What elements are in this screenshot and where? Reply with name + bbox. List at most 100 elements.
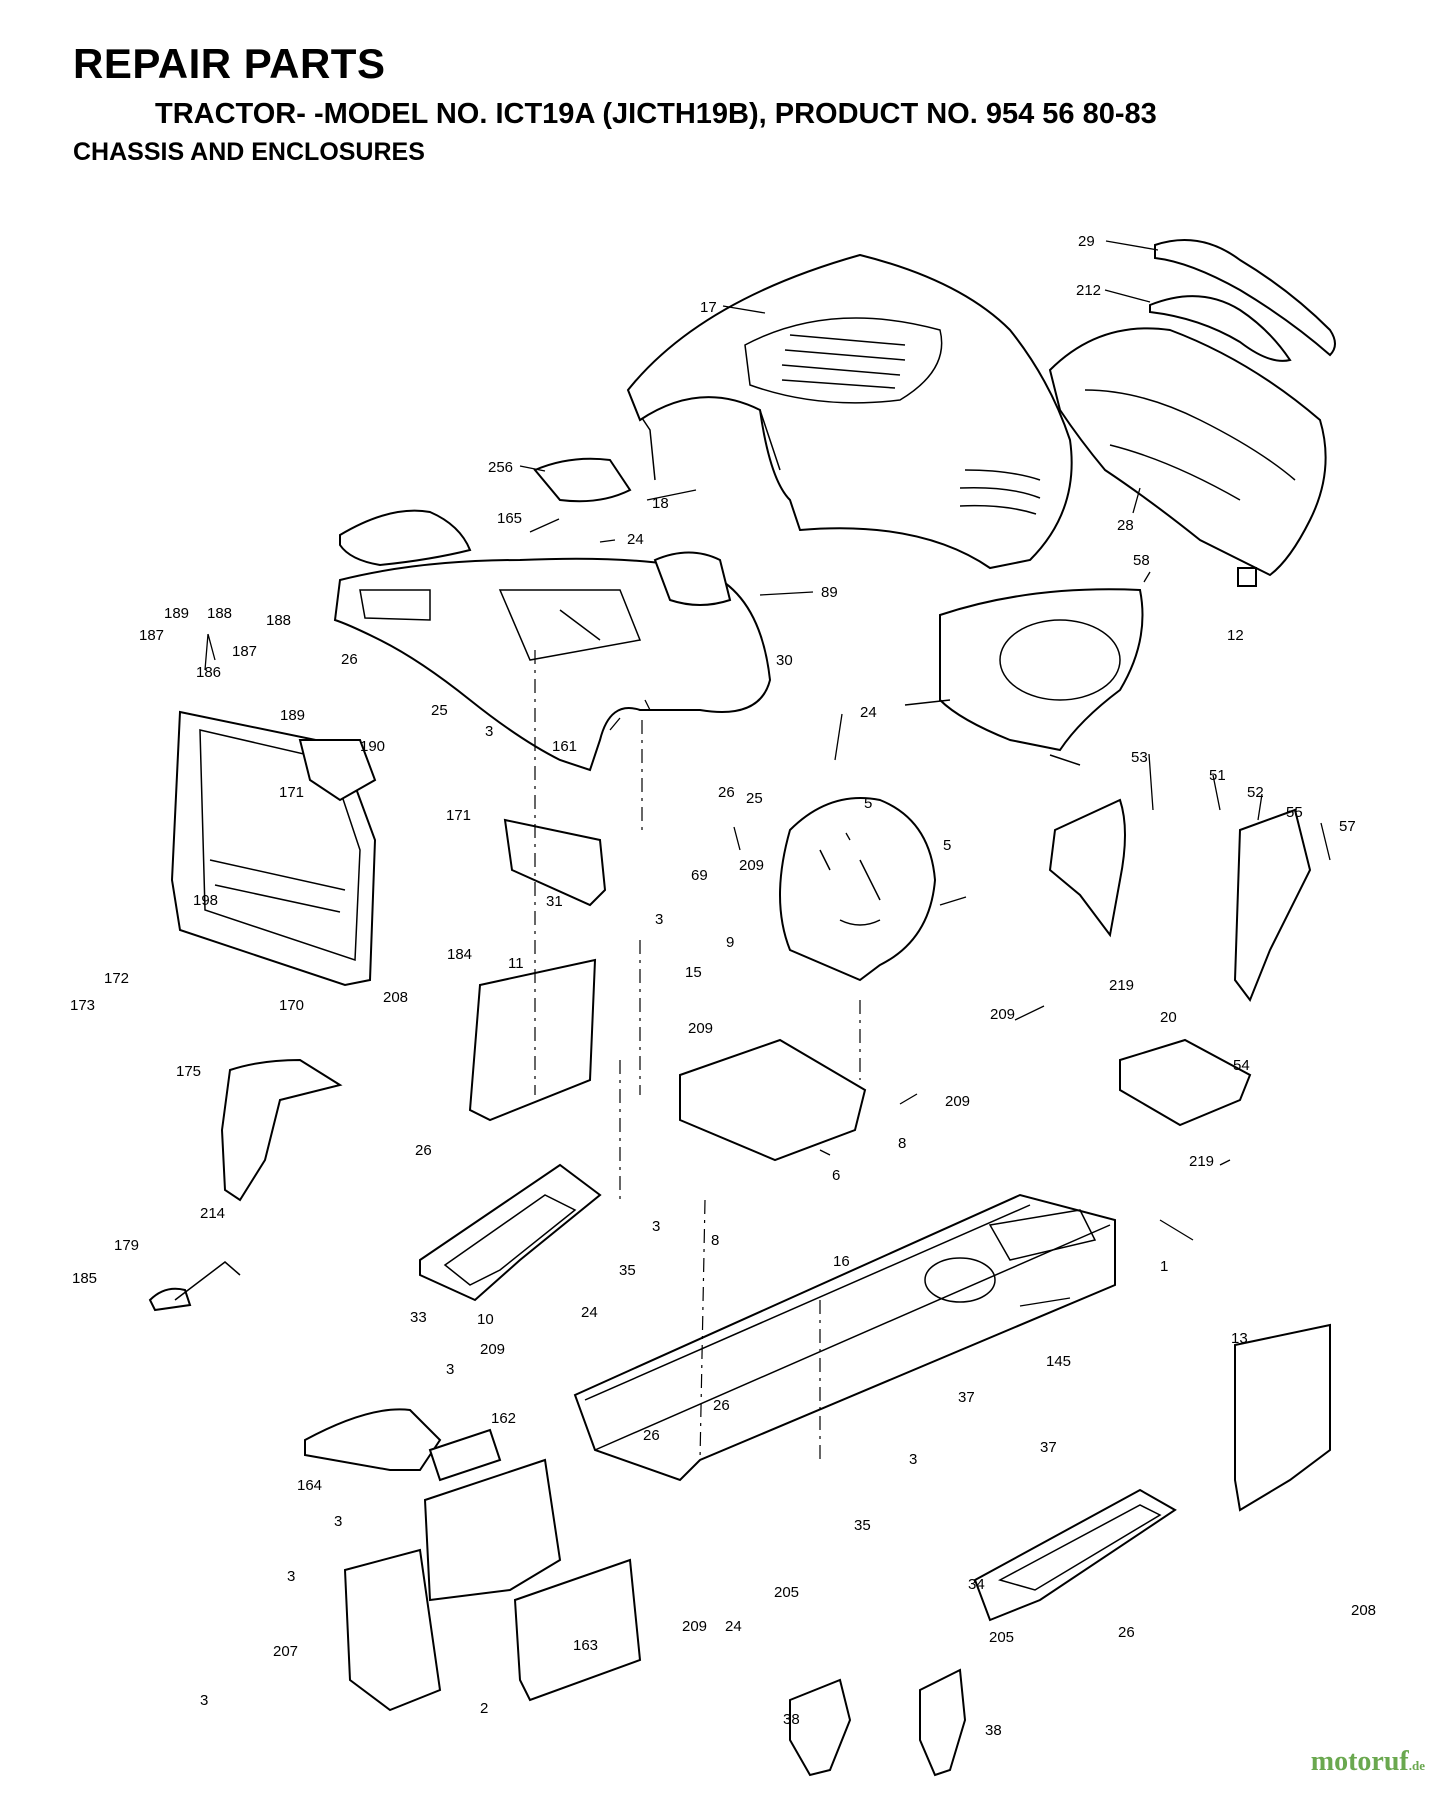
callout-171: 171 — [279, 784, 304, 801]
callout-29: 29 — [1078, 233, 1095, 250]
callout-51: 51 — [1209, 767, 1226, 784]
left-support-plate-part — [468, 958, 597, 1122]
callout-172: 172 — [104, 970, 129, 987]
console-tower-part — [779, 797, 937, 982]
callout-53: 53 — [1131, 749, 1148, 766]
fuel-cap-cover-part — [653, 551, 732, 606]
callout-209: 209 — [945, 1093, 970, 1110]
section-title: CHASSIS AND ENCLOSURES — [73, 138, 425, 166]
callout-24: 24 — [860, 704, 877, 721]
main-frame-part — [573, 1193, 1116, 1482]
callout-26: 26 — [718, 784, 735, 801]
callout-209: 209 — [739, 857, 764, 874]
callout-13: 13 — [1231, 1330, 1248, 1347]
callout-8: 8 — [898, 1135, 906, 1152]
right-footrest-part — [973, 1488, 1177, 1622]
callout-38: 38 — [985, 1722, 1002, 1739]
battery-bracket-part — [304, 1408, 442, 1471]
callout-214: 214 — [200, 1205, 225, 1222]
callout-28: 28 — [1117, 517, 1134, 534]
callout-8: 8 — [711, 1232, 719, 1249]
callout-219: 219 — [1109, 977, 1134, 994]
axle-support-part — [428, 1428, 502, 1482]
callout-219: 219 — [1189, 1153, 1214, 1170]
callout-57: 57 — [1339, 818, 1356, 835]
page-subtitle: TRACTOR- -MODEL NO. ICT19A (JICTH19B), P… — [155, 98, 1157, 130]
floor-plate-part — [679, 1038, 867, 1162]
callout-33: 33 — [410, 1309, 427, 1326]
callout-26: 26 — [1118, 1624, 1135, 1641]
callout-187: 187 — [139, 627, 164, 644]
callout-35: 35 — [854, 1517, 871, 1534]
lever-grip-part — [148, 1287, 192, 1312]
callout-187: 187 — [232, 643, 257, 660]
callout-26: 26 — [643, 1427, 660, 1444]
left-footrest-part — [419, 1163, 602, 1302]
callout-188: 188 — [207, 605, 232, 622]
callout-15: 15 — [685, 964, 702, 981]
grill-part — [1048, 327, 1327, 577]
lever-plate-part — [1233, 808, 1312, 1003]
callout-2: 2 — [480, 1700, 488, 1717]
callout-34: 34 — [968, 1576, 985, 1593]
callout-209: 209 — [682, 1618, 707, 1635]
watermark-tld: .de — [1408, 1758, 1425, 1773]
callout-20: 20 — [1160, 1009, 1177, 1026]
callout-10: 10 — [477, 1311, 494, 1328]
callout-18: 18 — [652, 495, 669, 512]
callout-35: 35 — [619, 1262, 636, 1279]
callout-186: 186 — [196, 664, 221, 681]
callout-209: 209 — [480, 1341, 505, 1358]
callout-69: 69 — [691, 867, 708, 884]
callout-25: 25 — [431, 702, 448, 719]
callout-189: 189 — [280, 707, 305, 724]
callout-1: 1 — [1160, 1258, 1168, 1275]
callout-55: 55 — [1286, 804, 1303, 821]
callout-185: 185 — [72, 1270, 97, 1287]
callout-24: 24 — [581, 1304, 598, 1321]
callout-30: 30 — [776, 652, 793, 669]
callout-26: 26 — [713, 1397, 730, 1414]
front-plate-lower-part — [513, 1558, 642, 1702]
callout-24: 24 — [627, 531, 644, 548]
callout-205: 205 — [774, 1584, 799, 1601]
callout-9: 9 — [726, 934, 734, 951]
callout-3: 3 — [485, 723, 493, 740]
callout-184: 184 — [447, 946, 472, 963]
callout-16: 16 — [833, 1253, 850, 1270]
callout-37: 37 — [1040, 1439, 1057, 1456]
callout-24: 24 — [725, 1618, 742, 1635]
callout-145: 145 — [1046, 1353, 1071, 1370]
callout-171: 171 — [446, 807, 471, 824]
callout-52: 52 — [1247, 784, 1264, 801]
hood-part — [626, 253, 1073, 570]
callout-170: 170 — [279, 997, 304, 1014]
lower-bracket-left-part — [789, 1678, 852, 1777]
seat-pan-part — [339, 509, 472, 567]
callout-5: 5 — [864, 795, 872, 812]
callout-26: 26 — [415, 1142, 432, 1159]
callout-6: 6 — [832, 1167, 840, 1184]
callout-161: 161 — [552, 738, 577, 755]
callout-256: 256 — [488, 459, 513, 476]
callout-5: 5 — [943, 837, 951, 854]
callout-89: 89 — [821, 584, 838, 601]
shield-part — [220, 1058, 343, 1202]
callout-165: 165 — [497, 510, 522, 527]
nose-trim-part — [1154, 239, 1336, 357]
mount-bracket-part — [503, 818, 607, 907]
callout-188: 188 — [266, 612, 291, 629]
callout-3: 3 — [446, 1361, 454, 1378]
watermark-text: motoruf — [1310, 1746, 1409, 1777]
callout-11: 11 — [508, 955, 524, 972]
callout-162: 162 — [491, 1410, 516, 1427]
callout-175: 175 — [176, 1063, 201, 1080]
callout-173: 173 — [70, 997, 95, 1014]
callout-3: 3 — [334, 1513, 342, 1530]
callout-164: 164 — [297, 1477, 322, 1494]
bracket-part — [298, 739, 377, 802]
trim-strip-part — [1149, 295, 1292, 362]
cover-plate-part — [533, 457, 632, 503]
callout-leaders — [204, 240, 1331, 1307]
front-plate-upper-part — [423, 1458, 562, 1602]
